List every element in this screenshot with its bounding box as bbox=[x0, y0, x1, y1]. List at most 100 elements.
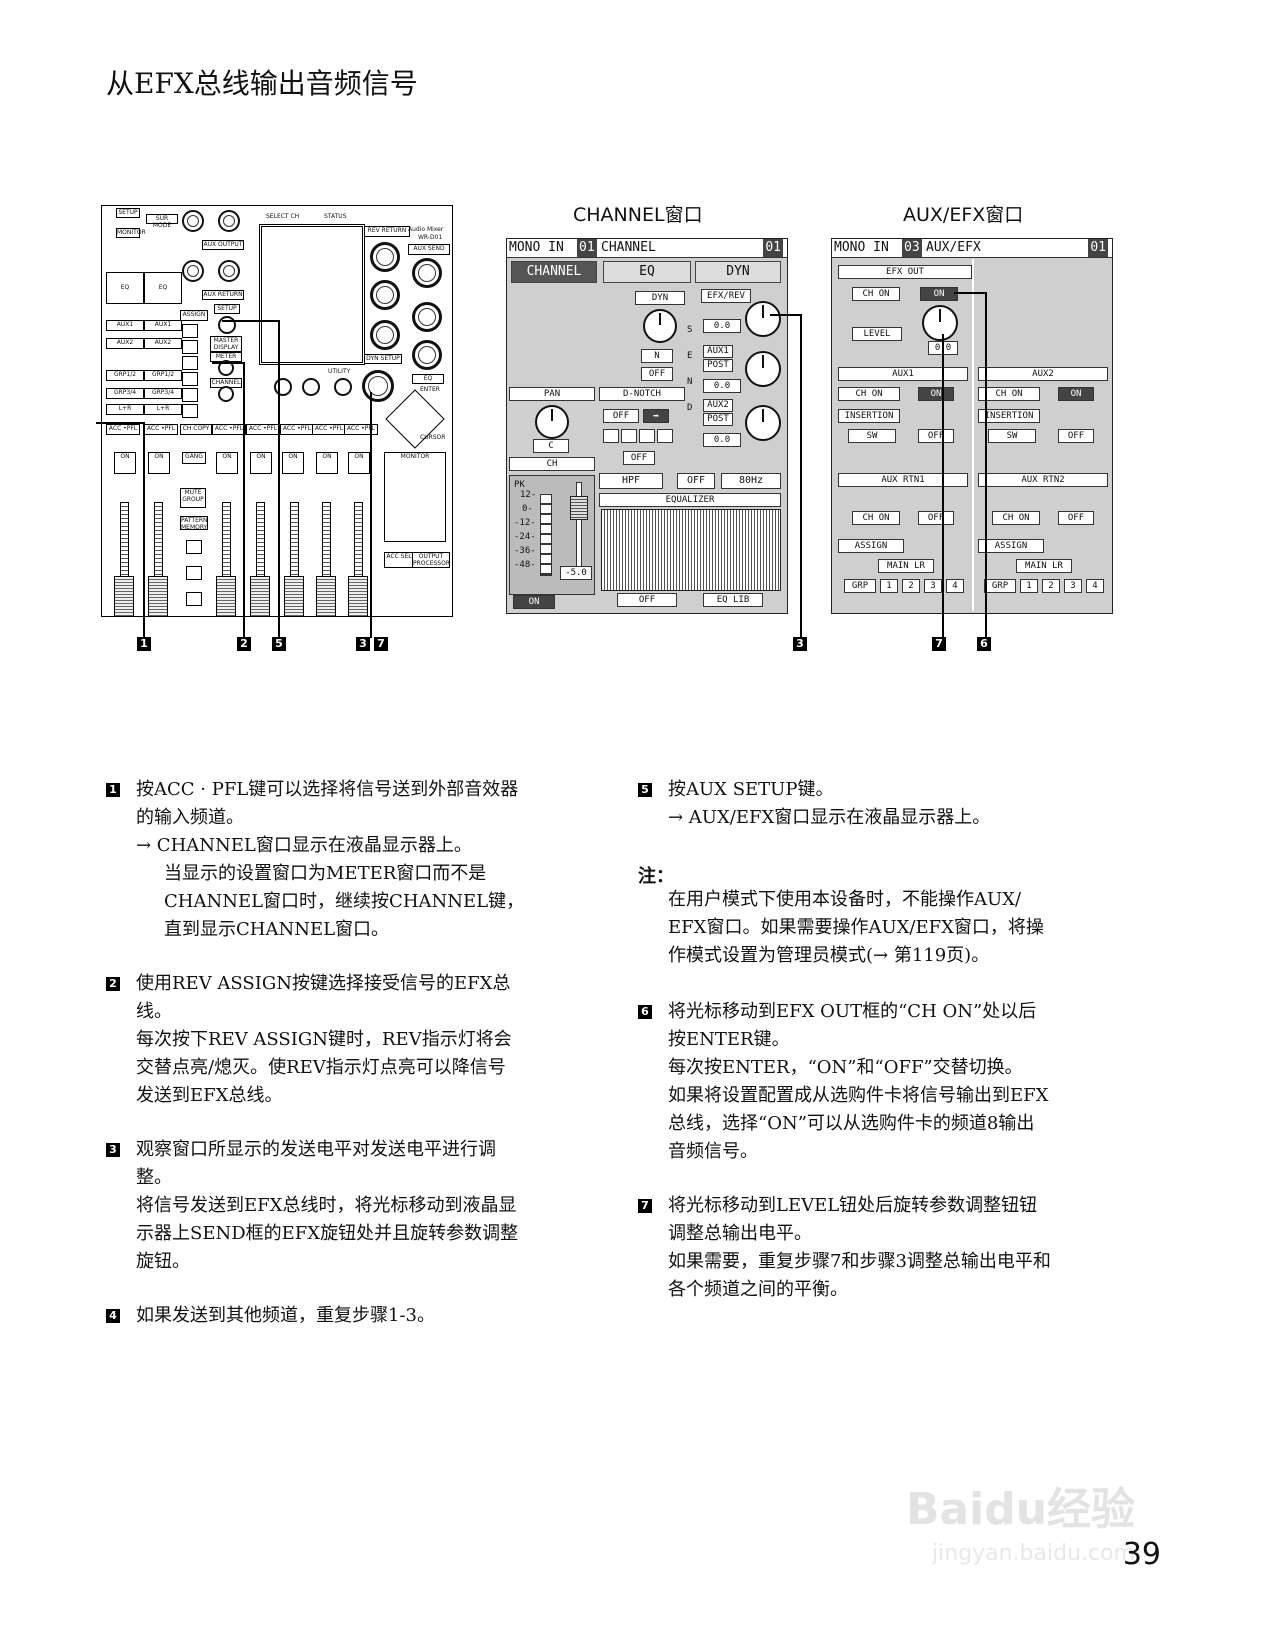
marker-1: 1 bbox=[137, 637, 151, 651]
master-display-key: MASTER DISPLAY bbox=[210, 336, 242, 352]
efx-out-level-knob[interactable] bbox=[922, 305, 958, 341]
rev-return-label: REV RETURN bbox=[364, 226, 410, 237]
dnotch-off[interactable]: OFF bbox=[603, 409, 639, 423]
aux2-ch-on: CH ON bbox=[978, 387, 1040, 401]
tab-eq[interactable]: EQ bbox=[603, 261, 691, 283]
rev-assign-button-1 bbox=[182, 324, 198, 338]
aux2-on-button[interactable]: ON bbox=[1058, 387, 1094, 401]
fader-cap-7 bbox=[348, 576, 368, 616]
aux-rtn2-ch-on: CH ON bbox=[992, 511, 1040, 525]
fader-knob[interactable] bbox=[570, 496, 588, 520]
dyn-knob[interactable] bbox=[643, 309, 677, 343]
gang-key: GANG bbox=[182, 452, 206, 464]
aux1-sw: SW bbox=[848, 429, 896, 443]
leader-line-37 bbox=[370, 392, 372, 638]
aux2-title: AUX2 bbox=[978, 367, 1108, 381]
channel-on-button[interactable]: ON bbox=[513, 595, 555, 609]
aux-rtn2-main-lr[interactable]: MAIN LR bbox=[1016, 559, 1072, 573]
rev-return-knob bbox=[370, 242, 400, 272]
eq-knob-l bbox=[370, 280, 400, 310]
parameter-knob bbox=[362, 370, 394, 402]
aux-rtn1-assign: ASSIGN bbox=[838, 539, 904, 553]
on-button-6: ON bbox=[316, 452, 338, 474]
pan-title: PAN bbox=[509, 387, 595, 401]
page-number: 39 bbox=[1122, 1537, 1161, 1572]
grp12-key-1: GRP1/2 bbox=[106, 370, 144, 381]
step-4: 4 如果发送到其他频道，重复步骤1-3。 bbox=[106, 1302, 596, 1330]
send-aux2-knob[interactable] bbox=[745, 405, 781, 441]
leader-line-2 bbox=[243, 362, 245, 638]
send-aux1-post[interactable]: POST bbox=[703, 359, 733, 372]
rev-assign-button-2 bbox=[182, 340, 198, 354]
aux1-on-button[interactable]: ON bbox=[918, 387, 954, 401]
aux-rtn1-grp-1[interactable]: 1 bbox=[880, 579, 898, 593]
aux-rtn1-ch-on: CH ON bbox=[852, 511, 900, 525]
setup-key: SETUP bbox=[116, 208, 140, 218]
acc-pfl-key-2: ACC •PFL bbox=[144, 424, 178, 435]
leader-line-5-h bbox=[222, 320, 280, 322]
auxefx-window-caption: AUX/EFX窗口 bbox=[903, 204, 1024, 226]
marker-3: 3 bbox=[356, 637, 370, 651]
aux1-title: AUX1 bbox=[838, 367, 968, 381]
aux-output-knob-2 bbox=[218, 210, 240, 232]
aux-rtn2-grp-4[interactable]: 4 bbox=[1086, 579, 1104, 593]
step-7: 7 将光标移动到LEVEL钮处后旋转参数调整钮钮 调整总输出电平。 如果需要，重… bbox=[638, 1192, 1138, 1304]
rev-assign-button-5 bbox=[182, 388, 198, 402]
grp34-key-1: GRP3/4 bbox=[106, 388, 144, 399]
eq-label: EQ bbox=[412, 374, 444, 384]
eq-off-button[interactable]: OFF bbox=[617, 593, 677, 607]
aux-rtn2-grp-2[interactable]: 2 bbox=[1042, 579, 1060, 593]
step-6: 6 将光标移动到EFX OUT框的“CH ON”处以后 按ENTER键。 每次按… bbox=[638, 998, 1138, 1166]
acc-pfl-key-5: ACC •PFL bbox=[280, 424, 314, 435]
aux1-insertion: INSERTION bbox=[838, 409, 900, 423]
aux-send-label: AUX SEND bbox=[408, 244, 450, 255]
fader-cap-3 bbox=[216, 576, 236, 616]
aux-rtn1-grp-3[interactable]: 3 bbox=[924, 579, 942, 593]
on-button-5: ON bbox=[282, 452, 304, 474]
hpf-state[interactable]: OFF bbox=[677, 473, 715, 489]
dnotch-slot-3 bbox=[639, 429, 655, 443]
fader-cap-5 bbox=[284, 576, 304, 616]
tab-channel[interactable]: CHANNEL bbox=[511, 261, 597, 283]
aux-rtn1-grp-2[interactable]: 2 bbox=[902, 579, 920, 593]
lcd-knob-2 bbox=[302, 378, 320, 396]
aux1-key-1: AUX1 bbox=[106, 320, 144, 331]
aux-rtn1-main-lr[interactable]: MAIN LR bbox=[878, 559, 934, 573]
output-processor-key: OUTPUT PROCESSOR bbox=[412, 552, 450, 568]
send-aux2-post[interactable]: POST bbox=[703, 413, 733, 426]
page-title: 从EFX总线输出音频信号 bbox=[106, 67, 418, 100]
lcd-screen: SELECT CH STATUS bbox=[259, 213, 365, 365]
aux-rtn2-grp-1[interactable]: 1 bbox=[1020, 579, 1038, 593]
pan-knob[interactable] bbox=[535, 405, 569, 439]
aux1-off-button[interactable]: OFF bbox=[918, 429, 954, 443]
step-5: 5 按AUX SETUP键。 → AUX/EFX窗口显示在液晶显示器上。 bbox=[638, 776, 1138, 832]
dnotch-off-2[interactable]: OFF bbox=[623, 451, 655, 465]
meter-bar bbox=[540, 494, 552, 576]
efx-out-ch-on-button[interactable]: ON bbox=[920, 287, 958, 301]
aux-rtn1-off-button[interactable]: OFF bbox=[918, 511, 954, 525]
fader-cap-4 bbox=[250, 576, 270, 616]
monitor-key: MONITOR bbox=[116, 228, 146, 238]
eq-knob-m bbox=[370, 320, 400, 350]
on-button-7: ON bbox=[348, 452, 370, 474]
aux-rtn2-assign: ASSIGN bbox=[978, 539, 1044, 553]
dyn-off[interactable]: OFF bbox=[641, 367, 673, 381]
aux-rtn2-grp-3[interactable]: 3 bbox=[1064, 579, 1082, 593]
aux1-key-2: AUX1 bbox=[144, 320, 182, 331]
efx-rev-knob[interactable] bbox=[745, 301, 781, 337]
aux-rtn2-off-button[interactable]: OFF bbox=[1058, 511, 1094, 525]
level-meter: PK 12- 0- -12- -24- -36- -48- -5.0 bbox=[509, 475, 595, 595]
eq-lib-button[interactable]: EQ LIB bbox=[703, 593, 763, 607]
send-aux1-value: 0.0 bbox=[703, 379, 741, 393]
rev-assign-button-3 bbox=[182, 356, 198, 370]
marker-7: 7 bbox=[374, 637, 388, 651]
aux-rtn1-grp-4[interactable]: 4 bbox=[946, 579, 964, 593]
efx-rev-value: 0.0 bbox=[703, 319, 741, 333]
send-aux1-knob[interactable] bbox=[745, 351, 781, 387]
aux-setup-button bbox=[218, 316, 236, 334]
leader-line-7b bbox=[942, 334, 944, 638]
equalizer-title: EQUALIZER bbox=[599, 493, 781, 507]
aux2-off-button[interactable]: OFF bbox=[1058, 429, 1094, 443]
channel-window-caption: CHANNEL窗口 bbox=[573, 204, 703, 226]
tab-dyn[interactable]: DYN bbox=[695, 261, 781, 283]
